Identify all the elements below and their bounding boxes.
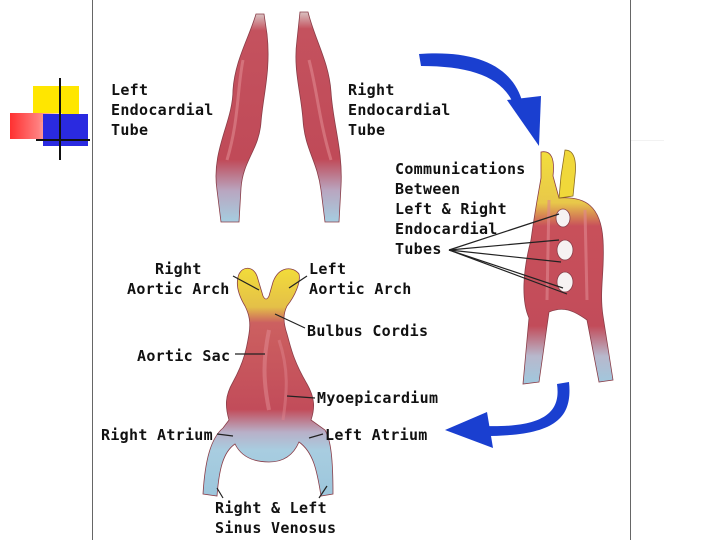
developing-heart-illustration bbox=[203, 268, 333, 496]
label-right-endocardial-tube: Right Endocardial Tube bbox=[348, 80, 451, 140]
heart-development-figure: Left Endocardial Tube Right Endocardial … bbox=[92, 0, 631, 540]
label-left-endocardial-tube: Left Endocardial Tube bbox=[111, 80, 214, 140]
decorative-horizontal-line bbox=[36, 139, 90, 141]
left-endocardial-tube bbox=[216, 14, 268, 222]
fused-tubes-illustration bbox=[523, 150, 613, 384]
label-aortic-sac: Aortic Sac bbox=[137, 346, 230, 366]
decorative-vertical-line bbox=[59, 78, 61, 160]
decorative-blue-square bbox=[43, 114, 88, 146]
label-bulbus-cordis: Bulbus Cordis bbox=[307, 321, 428, 341]
label-sinus-venosus: Right & Left Sinus Venosus bbox=[215, 498, 336, 538]
right-endocardial-tube bbox=[296, 12, 341, 222]
curved-arrow-bottom bbox=[445, 382, 569, 448]
label-left-aortic-arch: Left Aortic Arch bbox=[309, 259, 412, 299]
label-right-atrium: Right Atrium bbox=[101, 425, 213, 445]
label-right-aortic-arch: Right Aortic Arch bbox=[127, 259, 230, 299]
label-myoepicardium: Myoepicardium bbox=[317, 388, 438, 408]
label-left-atrium: Left Atrium bbox=[325, 425, 428, 445]
label-communications: Communications Between Left & Right Endo… bbox=[395, 159, 526, 259]
